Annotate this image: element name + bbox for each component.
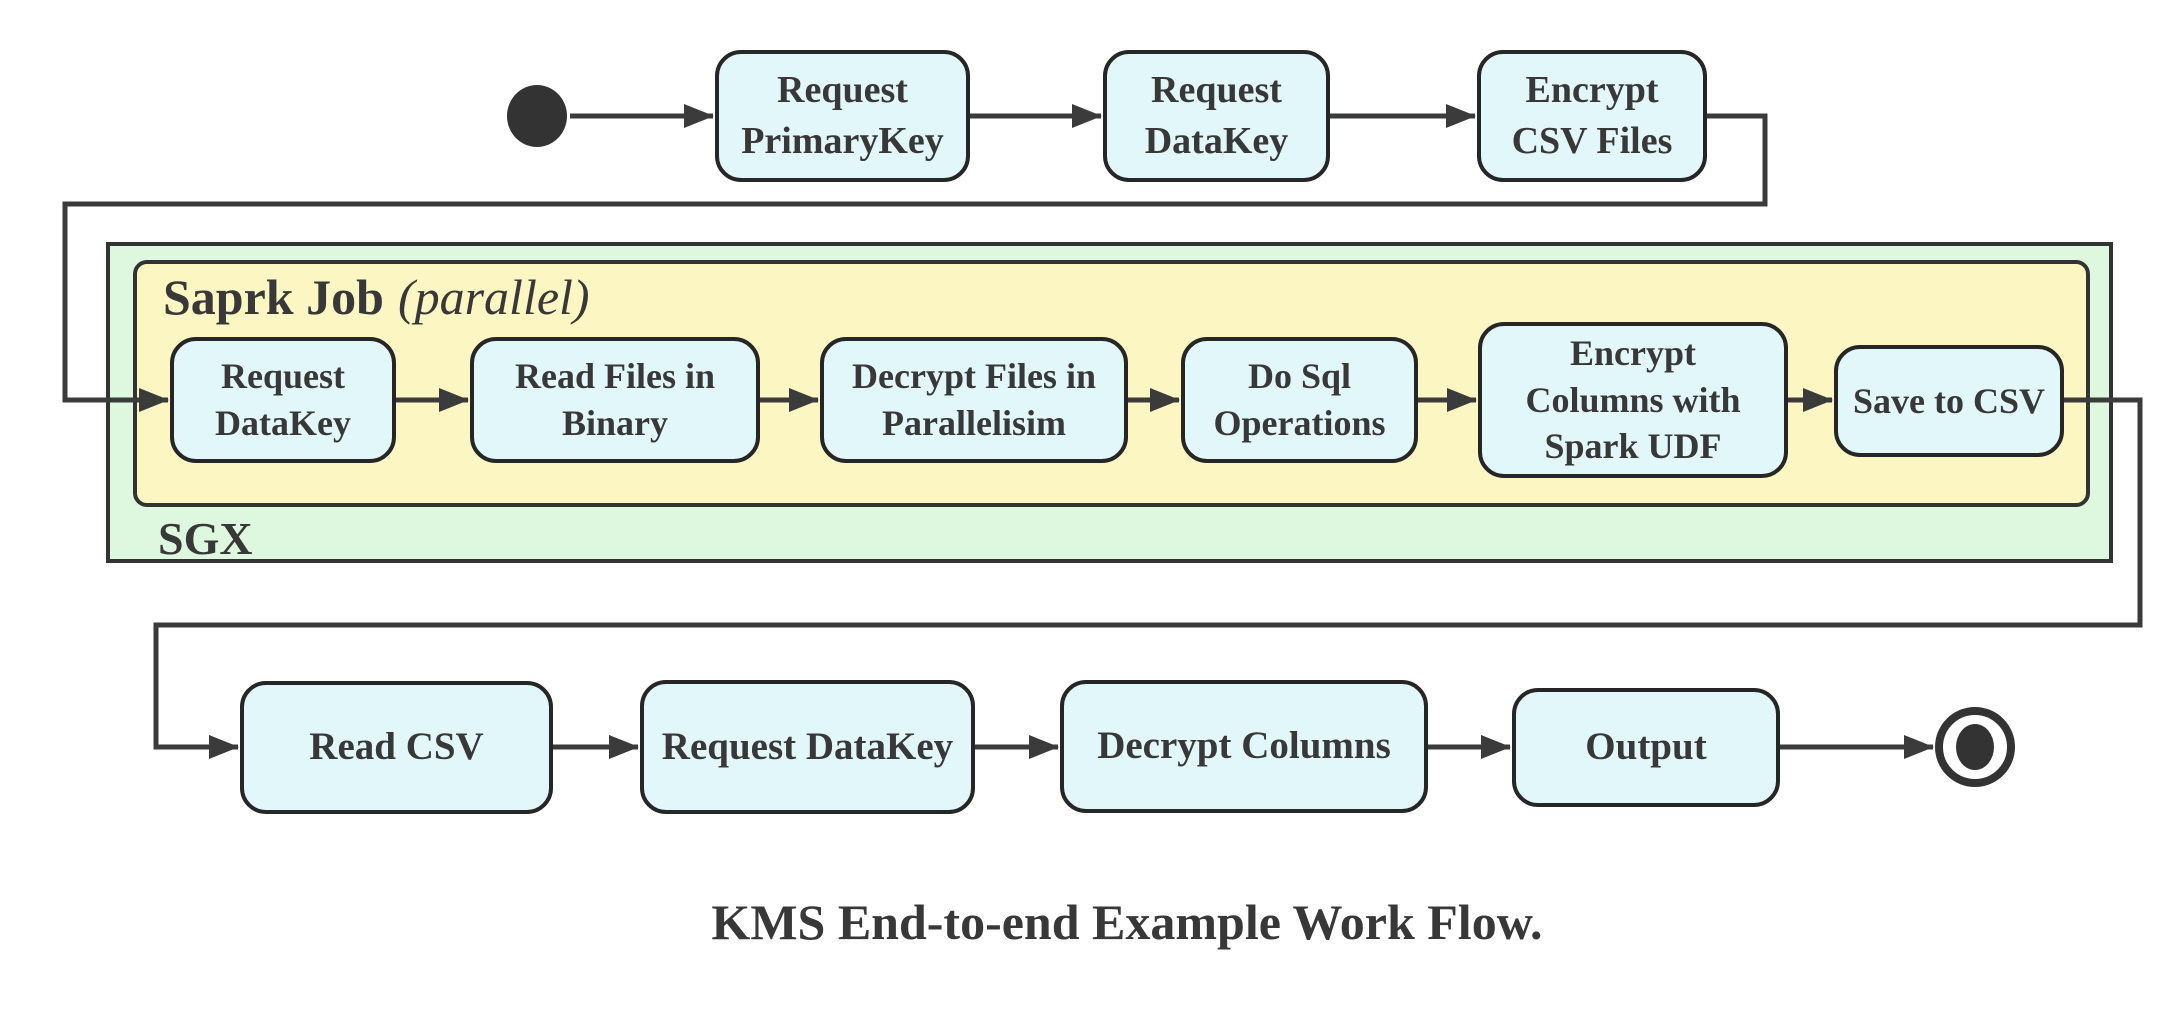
spark-job-label-text: Saprk Job (163, 269, 384, 325)
node-request-primarykey: Request PrimaryKey (715, 50, 970, 182)
node-encrypt-columns-with-spark-udf: Encrypt Columns with Spark UDF (1478, 322, 1788, 478)
node-read-csv: Read CSV (240, 681, 553, 814)
node-save-to-csv: Save to CSV (1834, 345, 2064, 457)
node-request-datakey-bottom: Request DataKey (640, 680, 975, 814)
diagram-caption: KMS End-to-end Example Work Flow. (711, 894, 1543, 950)
start-node (507, 85, 567, 147)
node-do-sql-operations: Do Sql Operations (1181, 337, 1418, 463)
end-node-core (1956, 724, 1994, 770)
node-output: Output (1512, 688, 1780, 807)
end-node (1935, 707, 2015, 787)
node-request-datakey-spark: Request DataKey (170, 337, 396, 463)
node-read-files-in-binary: Read Files in Binary (470, 337, 760, 463)
sgx-container-label: SGX (158, 513, 253, 564)
node-decrypt-files-in-parallelisim: Decrypt Files in Parallelisim (820, 337, 1128, 463)
spark-job-parallel-qualifier: (parallel) (397, 269, 590, 325)
end-node-ring (1935, 707, 2015, 787)
node-decrypt-columns: Decrypt Columns (1060, 680, 1428, 813)
node-encrypt-csv-files: Encrypt CSV Files (1477, 50, 1707, 182)
node-request-datakey-top: Request DataKey (1103, 50, 1330, 182)
spark-job-container-label: Saprk Job(parallel) (163, 268, 590, 326)
